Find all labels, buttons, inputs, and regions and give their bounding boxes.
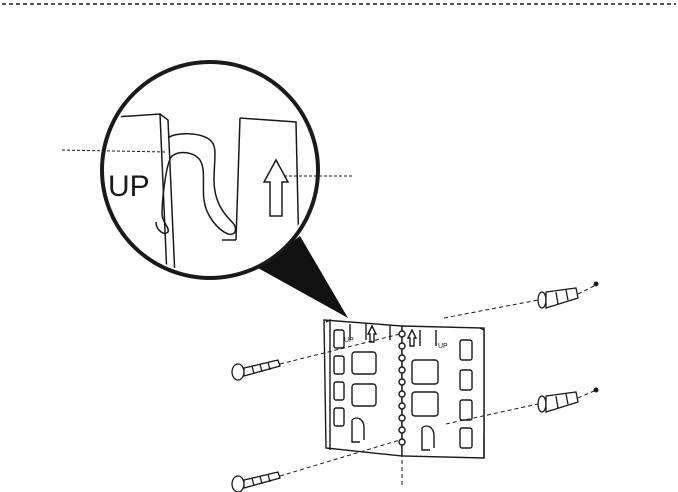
wall-anchor-top (538, 288, 578, 308)
wall-hole-bottom (594, 388, 599, 393)
wall-hole-top (594, 282, 599, 287)
bracket-up-label-right: UP (438, 343, 448, 350)
wall-anchor-bottom (538, 392, 578, 412)
screw-bottom-left (232, 472, 280, 492)
screw-top-left (232, 360, 280, 380)
zoom-up-label: UP (108, 170, 150, 203)
bracket-up-label-left: UP (344, 337, 354, 344)
